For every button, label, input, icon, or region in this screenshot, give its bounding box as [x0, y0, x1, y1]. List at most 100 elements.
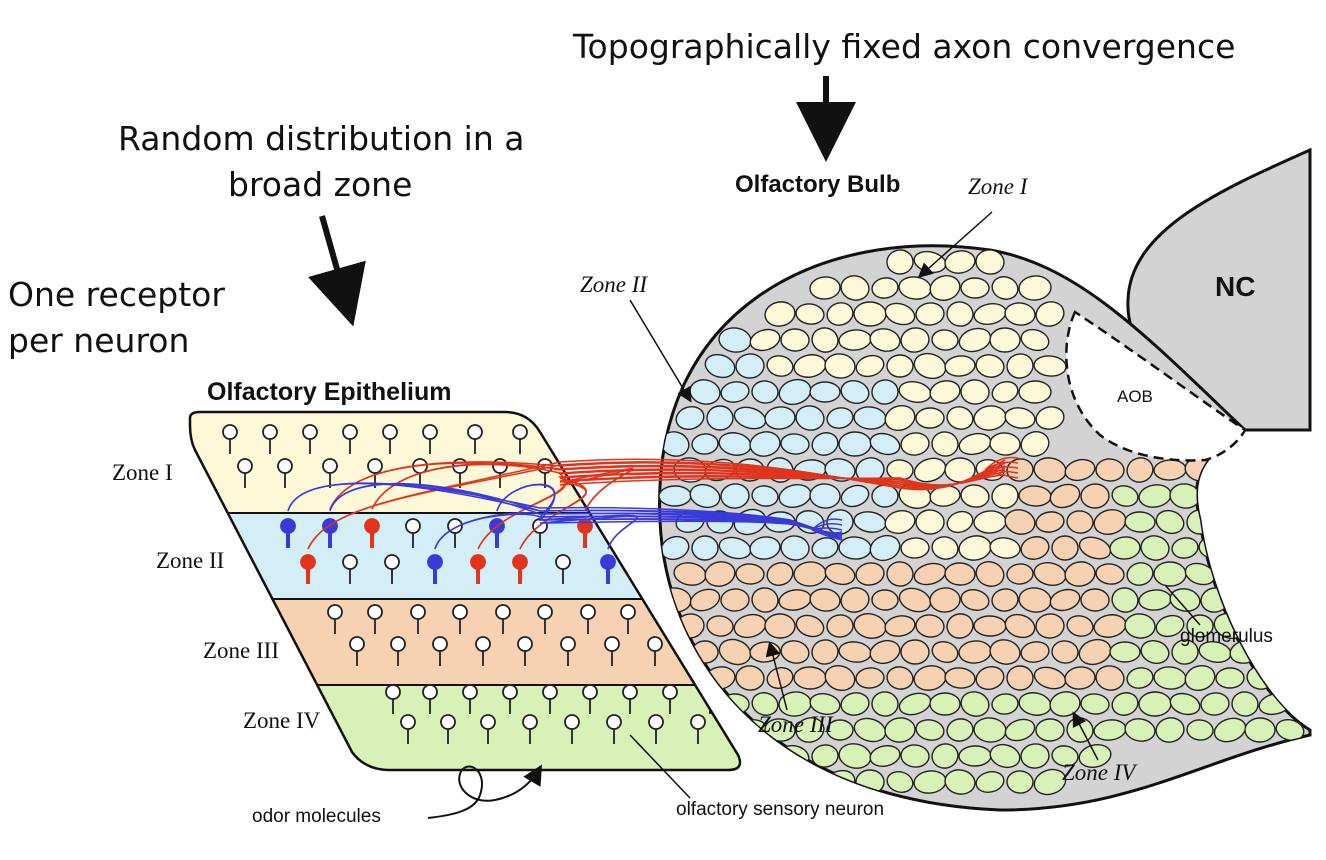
glomerulus — [975, 354, 1005, 378]
sensory-neuron — [422, 424, 438, 454]
glomerulus — [718, 638, 752, 666]
caption-top: Topographically fixed axon convergence — [572, 27, 1235, 66]
glomerulus — [1035, 511, 1065, 533]
glomerulus — [1111, 692, 1139, 716]
sensory-neuron — [410, 604, 426, 634]
glomerulus — [900, 432, 930, 456]
glomerulus — [960, 379, 990, 405]
sensory-neuron — [342, 554, 358, 584]
blue-axon — [539, 515, 843, 550]
glomerulus — [886, 771, 914, 793]
odor-squiggle — [427, 764, 543, 819]
glomerulus — [1171, 537, 1199, 559]
glomerulus — [706, 405, 734, 431]
leader-glomerulus — [1164, 584, 1201, 626]
glomerulus — [1018, 380, 1052, 404]
sensory-neuron — [300, 554, 316, 584]
red-axon — [559, 468, 1006, 512]
glomerulus — [809, 588, 841, 612]
glomerulus — [1018, 275, 1052, 301]
glomerulus — [751, 485, 779, 507]
caption-random-line2: broad zone — [228, 165, 412, 204]
glomerulus — [1138, 691, 1172, 717]
sensory-neuron — [452, 604, 468, 634]
glomerulus — [898, 692, 932, 716]
sensory-neuron — [502, 684, 518, 714]
glomerulus — [1006, 770, 1034, 794]
glomerulus — [989, 743, 1021, 769]
glomerulus — [764, 301, 796, 327]
axon-bundles — [287, 456, 1019, 550]
sensory-neuron — [537, 604, 553, 634]
glomerulus — [720, 483, 750, 509]
glomerulus — [704, 353, 736, 379]
glomerulus — [1095, 665, 1125, 691]
glomerulus — [884, 404, 916, 432]
glomerulus — [915, 302, 945, 326]
glomerulus — [991, 588, 1019, 612]
glomerulus — [944, 250, 976, 274]
glomerulus — [795, 405, 825, 431]
glomerulus — [1064, 561, 1096, 587]
bulb-title: Olfactory Bulb — [735, 171, 900, 198]
glomerulus — [824, 664, 856, 692]
glomerulus — [735, 665, 765, 691]
glomerulus — [946, 718, 974, 742]
glomerulus — [826, 614, 854, 638]
glomerulus — [780, 433, 810, 455]
glomerulus — [1215, 667, 1245, 689]
glomerulus — [1020, 328, 1050, 352]
glomerulus — [1020, 743, 1050, 769]
glomerulus — [1006, 665, 1034, 691]
glomerulus — [795, 614, 825, 638]
glomerulus — [824, 353, 856, 379]
glomerulus — [1111, 485, 1139, 507]
sensory-neuron — [400, 714, 416, 744]
sensory-neuron — [237, 458, 253, 488]
sensory-neuron — [349, 636, 365, 666]
glomerulus — [838, 431, 872, 457]
glomerulus — [1004, 407, 1036, 429]
sensory-neurons — [222, 424, 718, 744]
glomerulus — [886, 354, 914, 378]
glomerulus — [884, 510, 916, 534]
glomerulus — [766, 355, 794, 377]
glomerulus — [931, 536, 959, 560]
glomerulus — [989, 537, 1021, 559]
sensory-neuron — [262, 424, 278, 454]
glomerulus — [840, 692, 870, 716]
glomerulus — [811, 744, 839, 768]
sensory-neuron — [384, 554, 400, 584]
glomerulus — [929, 275, 961, 301]
blue-axon-tuft — [811, 527, 843, 531]
glomerulus — [751, 692, 779, 716]
sensory-neuron — [647, 636, 663, 666]
glomerulus — [1033, 768, 1067, 796]
glomerulus — [946, 613, 974, 639]
glomerulus — [1126, 562, 1154, 586]
glomerulus — [1109, 641, 1141, 663]
glomerulus — [1020, 536, 1050, 560]
glomerulus-label: glomerulus — [1180, 626, 1273, 647]
glomerulus — [1004, 302, 1036, 326]
glomerulus — [1169, 692, 1201, 716]
glomerulus — [778, 378, 812, 406]
sensory-neuron — [604, 636, 620, 666]
glomerulus — [809, 381, 841, 403]
glomerulus — [1140, 640, 1170, 664]
sensory-neuron — [277, 458, 293, 488]
glomerulus — [931, 640, 959, 664]
glomerulus — [1155, 509, 1185, 535]
glomerulus — [1049, 483, 1081, 509]
sensory-neuron — [440, 714, 456, 744]
glomerulus — [1051, 745, 1079, 767]
glomerulus — [766, 667, 794, 689]
caption-random-line1: Random distribution in a — [118, 119, 524, 158]
glomerulus — [735, 563, 765, 585]
glomerulus — [691, 535, 719, 561]
glomerulus — [659, 485, 692, 507]
leader-osn — [629, 734, 691, 799]
glomerulus — [811, 639, 839, 665]
sensory-neuron — [512, 424, 528, 454]
glomerulus — [1124, 613, 1156, 639]
